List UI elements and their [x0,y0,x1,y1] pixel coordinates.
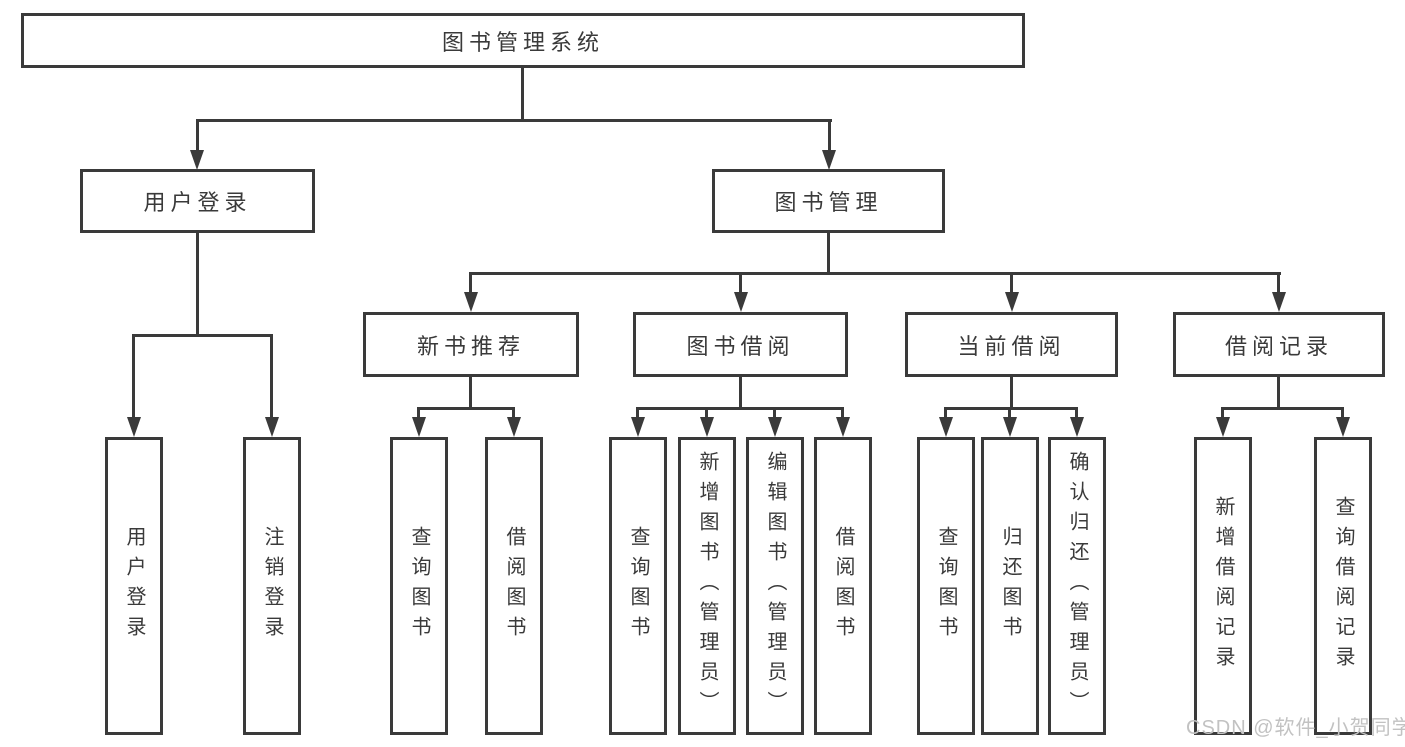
leaf-bb-borrow-books-label: 借阅图书 [832,526,854,646]
connector-cb-drop-2 [1008,407,1011,420]
arrow-down-icon [700,417,714,437]
connector-mgmt-drop-2 [739,272,742,295]
connector-bb-drop-2 [705,407,708,420]
leaf-cb-confirm-return-admin-label: 确认归还（管理员） [1066,451,1088,721]
connector-login-stem [196,233,199,337]
leaf-bb-query-books-label: 查询图书 [627,526,649,646]
leaf-logout: 注销登录 [243,437,301,735]
node-book-borrow-label: 图书借阅 [686,333,795,359]
connector-login-drop-1 [132,334,135,418]
leaf-bb-query-books: 查询图书 [609,437,667,735]
connector-login-drop-2 [270,334,273,418]
connector-rec-drop-2 [512,407,515,420]
connector-mgmt-stem [827,233,830,275]
connector-bb-bar [636,407,844,410]
leaf-bb-add-books-admin-label: 新增图书（管理员） [696,451,718,721]
arrow-down-icon [822,150,836,170]
leaf-bb-add-books-admin: 新增图书（管理员） [678,437,736,735]
connector-root-drop-login [196,119,199,152]
arrow-down-icon [768,417,782,437]
node-book-management-label: 图书管理 [774,190,883,215]
leaf-bb-edit-books-admin: 编辑图书（管理员） [746,437,804,735]
leaf-cb-confirm-return-admin: 确认归还（管理员） [1048,437,1106,735]
leaf-cb-return-books: 归还图书 [981,437,1039,735]
node-borrow-record: 借阅记录 [1173,312,1385,377]
leaf-bb-borrow-books: 借阅图书 [814,437,872,735]
node-book-management: 图书管理 [712,169,945,233]
arrow-down-icon [939,417,953,437]
node-user-login-label: 用户登录 [143,190,252,215]
connector-br-stem [1277,377,1280,410]
node-new-book-recommend-label: 新书推荐 [416,333,525,359]
leaf-logout-label: 注销登录 [261,526,283,646]
node-current-borrow-label: 当前借阅 [957,333,1066,359]
leaf-cb-return-books-label: 归还图书 [999,526,1021,646]
connector-bb-drop-4 [841,407,844,420]
leaf-br-query-record-label: 查询借阅记录 [1332,496,1354,676]
node-book-borrow: 图书借阅 [633,312,848,377]
node-root: 图书管理系统 [21,13,1025,68]
arrow-down-icon [190,150,204,170]
connector-cb-drop-3 [1075,407,1078,420]
arrow-down-icon [1216,417,1230,437]
node-borrow-record-label: 借阅记录 [1224,333,1333,359]
leaf-user-login-label: 用户登录 [123,526,145,646]
arrow-down-icon [1070,417,1084,437]
leaf-cb-query-books: 查询图书 [917,437,975,735]
node-new-book-recommend: 新书推荐 [363,312,579,377]
connector-mgmt-drop-3 [1010,272,1013,295]
arrow-down-icon [631,417,645,437]
leaf-rec-query-books: 查询图书 [390,437,448,735]
connector-mgmt-drop-1 [469,272,472,295]
leaf-rec-borrow-books-label: 借阅图书 [503,526,525,646]
connector-login-bar [132,334,273,337]
connector-root-stem [521,68,524,122]
leaf-rec-query-books-label: 查询图书 [408,526,430,646]
arrow-down-icon [734,292,748,312]
arrow-down-icon [1272,292,1286,312]
connector-mgmt-bar [469,272,1281,275]
connector-rec-bar [417,407,515,410]
leaf-br-add-record: 新增借阅记录 [1194,437,1252,735]
arrow-down-icon [464,292,478,312]
arrow-down-icon [412,417,426,437]
leaf-bb-edit-books-admin-label: 编辑图书（管理员） [764,451,786,721]
connector-cb-bar [944,407,1078,410]
connector-bb-stem [739,377,742,410]
connector-bb-drop-3 [773,407,776,420]
connector-br-drop-1 [1221,407,1224,420]
leaf-rec-borrow-books: 借阅图书 [485,437,543,735]
connector-br-bar [1221,407,1344,410]
node-root-label: 图书管理系统 [441,29,604,55]
connector-root-drop-mgmt [828,119,831,152]
csdn-watermark: CSDN @软件_小贺同学 [1186,717,1405,739]
arrow-down-icon [1336,417,1350,437]
node-current-borrow: 当前借阅 [905,312,1118,377]
connector-br-drop-2 [1341,407,1344,420]
leaf-user-login: 用户登录 [105,437,163,735]
leaf-br-query-record: 查询借阅记录 [1314,437,1372,735]
arrow-down-icon [836,417,850,437]
connector-bb-drop-1 [636,407,639,420]
connector-rec-stem [469,377,472,410]
arrow-down-icon [265,417,279,437]
leaf-br-add-record-label: 新增借阅记录 [1212,496,1234,676]
connector-cb-drop-1 [944,407,947,420]
node-user-login: 用户登录 [80,169,315,233]
leaf-cb-query-books-label: 查询图书 [935,526,957,646]
connector-cb-stem [1010,377,1013,410]
connector-root-bar [196,119,832,122]
connector-rec-drop-1 [417,407,420,420]
arrow-down-icon [1003,417,1017,437]
arrow-down-icon [1005,292,1019,312]
arrow-down-icon [507,417,521,437]
arrow-down-icon [127,417,141,437]
connector-mgmt-drop-4 [1277,272,1280,295]
